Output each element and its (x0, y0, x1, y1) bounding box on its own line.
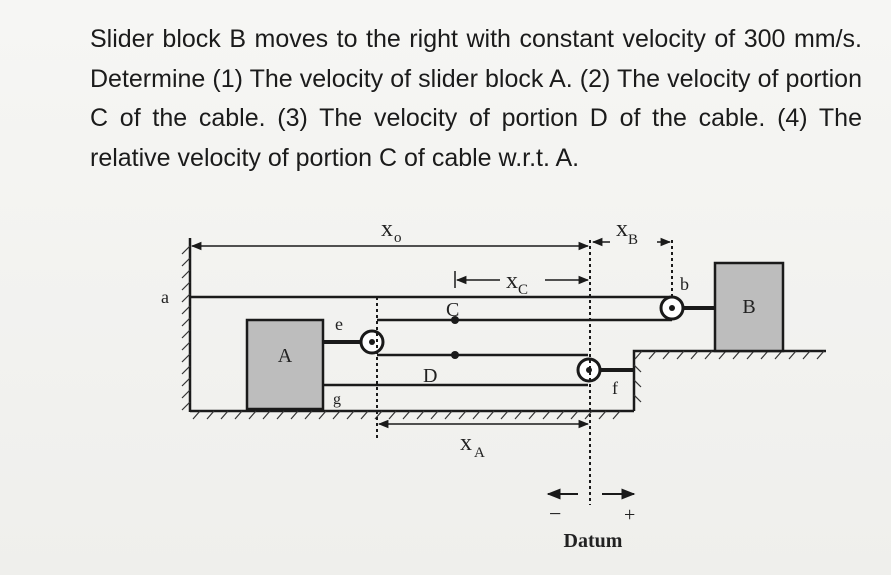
point-f-label: f (612, 378, 618, 398)
x0-label: x (381, 216, 393, 242)
cables (190, 295, 672, 387)
pulley-b (659, 295, 685, 321)
problem-statement: Slider block B moves to the right with c… (90, 25, 862, 172)
plus-sign: + (624, 504, 635, 526)
minus-sign: − (549, 501, 561, 526)
xa-subscript: A (474, 445, 485, 461)
upper-floor (632, 349, 826, 411)
pulley-e (359, 329, 385, 355)
point-e-label: e (335, 314, 343, 334)
point-b-label: b (680, 274, 689, 294)
point-d (451, 351, 459, 359)
x0-subscript: o (394, 230, 402, 246)
datum-label: Datum (564, 530, 623, 552)
xb-label: x (616, 216, 628, 242)
block-a (245, 318, 325, 411)
block-b-label: B (742, 296, 755, 318)
portion-d-label: D (423, 365, 437, 387)
left-wall (181, 238, 192, 412)
xc-label: x (506, 268, 518, 294)
xc-subscript: C (518, 282, 528, 298)
lower-floor (190, 409, 634, 420)
point-a-label: a (161, 287, 169, 307)
portion-c-label: C (446, 299, 459, 321)
xb-subscript: B (628, 232, 638, 248)
block-a-label: A (278, 345, 293, 367)
xa-label: x (460, 430, 472, 456)
point-g-label: g (333, 391, 341, 408)
point-c (451, 316, 459, 324)
